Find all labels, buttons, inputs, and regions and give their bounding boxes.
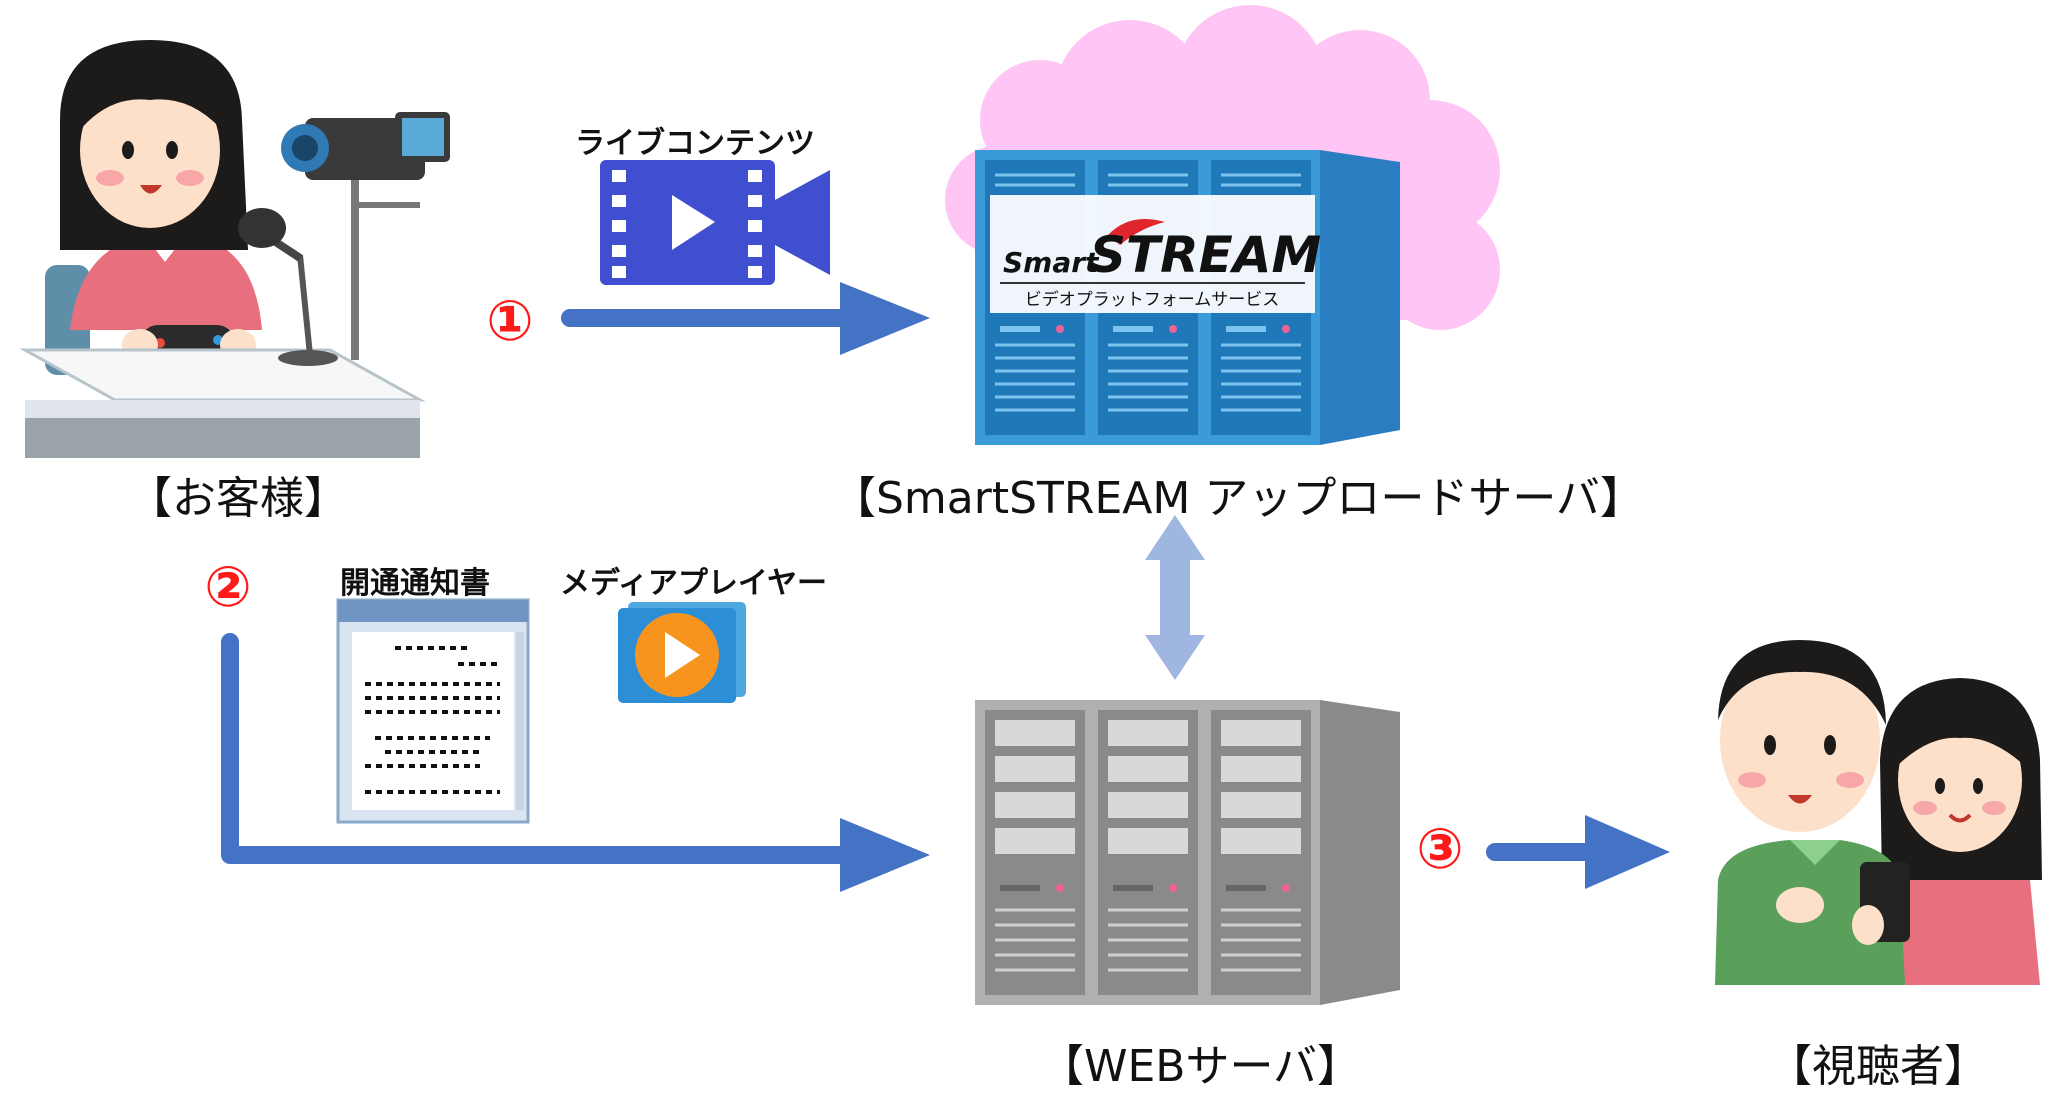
- arrow-step-1: [561, 282, 930, 355]
- label-live-content: ライブコンテンツ: [575, 126, 815, 161]
- step-3-marker: ③: [1416, 817, 1464, 882]
- step-2-marker: ②: [204, 555, 252, 620]
- label-notice: 開通通知書: [340, 566, 490, 601]
- brand-subtitle: ビデオプラットフォームサービス: [1025, 289, 1280, 310]
- label-web-server: 【WEBサーバ】: [1040, 1041, 1362, 1092]
- brand-smart: Smart: [1003, 246, 1100, 279]
- brand-panel: [990, 195, 1315, 313]
- label-viewer: 【視聴者】: [1768, 1041, 1988, 1092]
- web-server-illustration: [975, 700, 1400, 1005]
- bidirectional-arrow: [1145, 515, 1205, 680]
- brand-stream: STREAM: [1090, 226, 1321, 284]
- customer-illustration: [19, 40, 450, 458]
- upload-server-illustration: Smart STREAM ビデオプラットフォームサービス: [975, 150, 1400, 445]
- viewer-illustration: [1715, 640, 2042, 985]
- arrow-step-2: [221, 633, 930, 892]
- video-camera-icon: [600, 160, 830, 285]
- step-1-marker: ①: [486, 289, 534, 354]
- label-upload-server: 【SmartSTREAM アップロードサーバ】: [832, 473, 1644, 524]
- document-icon: [336, 598, 530, 824]
- label-media-player: メディアプレイヤー: [560, 566, 827, 601]
- arrow-step-3: [1486, 815, 1670, 889]
- brand-swoosh: [1108, 218, 1165, 245]
- media-player-icon: [618, 602, 746, 703]
- label-customer: 【お客様】: [128, 473, 348, 524]
